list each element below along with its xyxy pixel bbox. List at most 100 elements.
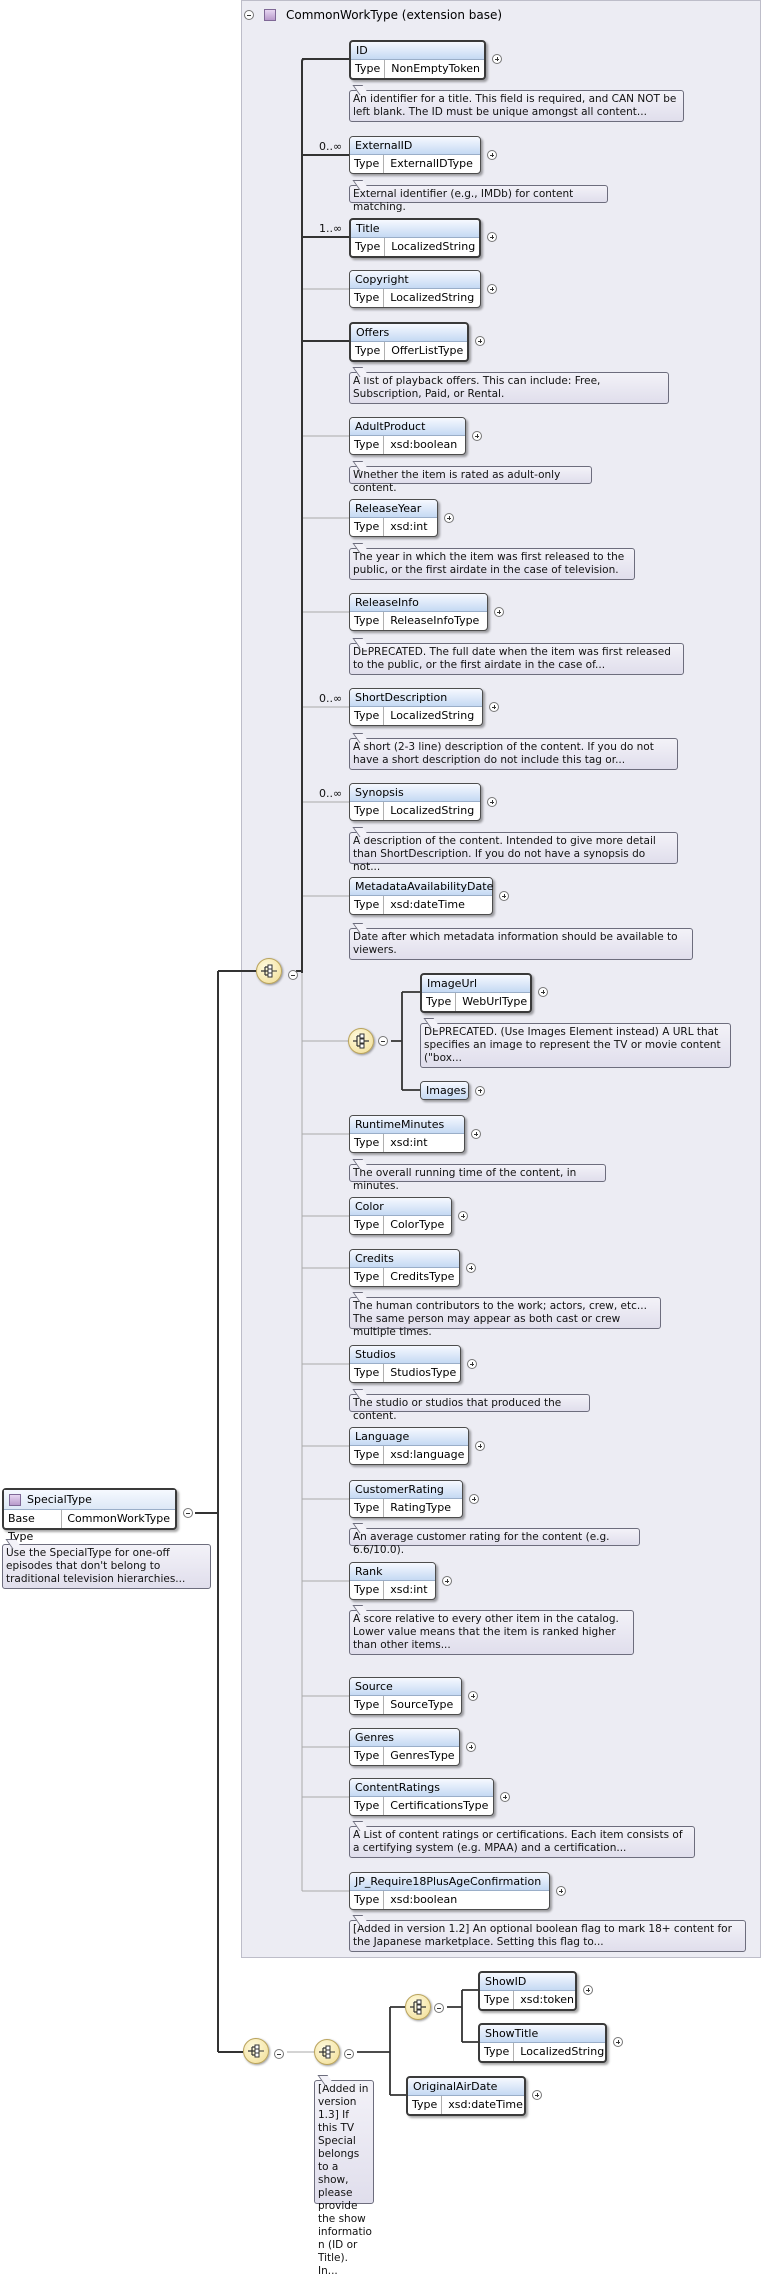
specialtype-collapse-icon[interactable] [183, 1508, 193, 1518]
expand-icon[interactable] [466, 1742, 476, 1752]
expand-icon[interactable] [475, 1441, 485, 1451]
show-sequence-compositor-icon[interactable] [314, 2039, 340, 2065]
element-name: MetadataAvailabilityDate [350, 878, 493, 896]
expand-icon[interactable] [499, 891, 509, 901]
type-value: xsd:int [390, 1136, 428, 1149]
expand-icon[interactable] [487, 232, 497, 242]
outer-sequence-compositor-icon[interactable] [243, 2038, 269, 2064]
type-value: SourceType [390, 1698, 454, 1711]
show-choice-collapse-icon[interactable] [434, 2003, 444, 2013]
element-name: AdultProduct [350, 418, 465, 436]
type-key: Type [350, 1891, 385, 1909]
sequence-compositor-icon[interactable] [256, 958, 282, 984]
documentation-note: A score relative to every other item in … [349, 1610, 634, 1655]
specialtype-node[interactable]: SpecialType Base Type CommonWorkType [2, 1488, 177, 1543]
element-name: RuntimeMinutes [350, 1116, 464, 1134]
type-value: xsd:int [390, 520, 428, 533]
expand-icon[interactable] [489, 702, 499, 712]
expand-icon[interactable] [500, 1792, 510, 1802]
expand-icon[interactable] [475, 336, 485, 346]
base-type-key: Base Type [4, 1510, 63, 1543]
expand-icon[interactable] [467, 1359, 477, 1369]
type-value: ExternalIDType [390, 157, 473, 170]
specialtype-doc: Use the SpecialType for one-off episodes… [2, 1544, 211, 1589]
type-value: xsd:int [390, 1583, 428, 1596]
expand-icon[interactable] [613, 2037, 623, 2047]
expand-icon[interactable] [487, 284, 497, 294]
expand-icon[interactable] [492, 54, 502, 64]
expand-icon[interactable] [487, 797, 497, 807]
type-value: xsd:language [390, 1448, 465, 1461]
element-name: Credits [350, 1250, 459, 1268]
commonworktype-header[interactable]: CommonWorkType (extension base) [244, 4, 502, 26]
expand-icon[interactable] [466, 1263, 476, 1273]
outer-sequence-collapse-icon[interactable] [274, 2049, 284, 2059]
sequence-collapse-icon[interactable] [288, 970, 298, 980]
show-choice-compositor-icon[interactable] [405, 1994, 431, 2020]
documentation-note: The overall running time of the content,… [349, 1164, 606, 1192]
collapse-icon[interactable] [244, 10, 254, 20]
expand-icon[interactable] [538, 987, 548, 997]
expand-icon[interactable] [442, 1576, 452, 1586]
expand-icon[interactable] [532, 2090, 542, 2100]
element-name: ShowID [480, 1973, 575, 1991]
element-images[interactable]: Images [420, 1081, 469, 1100]
expand-icon[interactable] [472, 431, 482, 441]
expand-icon[interactable] [469, 1494, 479, 1504]
type-value: xsd:dateTime [448, 2098, 523, 2111]
type-key: Type [480, 1991, 515, 2009]
expand-icon[interactable] [494, 607, 504, 617]
cardinality-label: 0..∞ [319, 140, 343, 153]
expand-icon[interactable] [475, 1085, 485, 1096]
type-key: Type [350, 1696, 385, 1714]
type-key: Type [350, 518, 385, 536]
expand-icon[interactable] [444, 513, 454, 523]
cardinality-label: 0..∞ [319, 692, 343, 705]
show-sequence-collapse-icon[interactable] [344, 2049, 354, 2059]
documentation-note: Date after which metadata information sh… [349, 928, 693, 960]
type-value: OfferListType [391, 344, 464, 357]
expand-icon[interactable] [458, 1211, 468, 1221]
expand-icon[interactable] [583, 1985, 593, 1995]
expand-icon[interactable] [471, 1129, 481, 1139]
element-name: ExternalID [350, 137, 480, 155]
expand-icon[interactable] [556, 1886, 566, 1896]
type-value: WebUrlType [462, 995, 528, 1008]
choice-compositor-icon[interactable] [348, 1028, 374, 1054]
expand-icon[interactable] [468, 1691, 478, 1701]
type-value: LocalizedString [520, 2045, 605, 2058]
choice-collapse-icon[interactable] [378, 1036, 388, 1046]
expand-icon[interactable] [487, 150, 497, 160]
